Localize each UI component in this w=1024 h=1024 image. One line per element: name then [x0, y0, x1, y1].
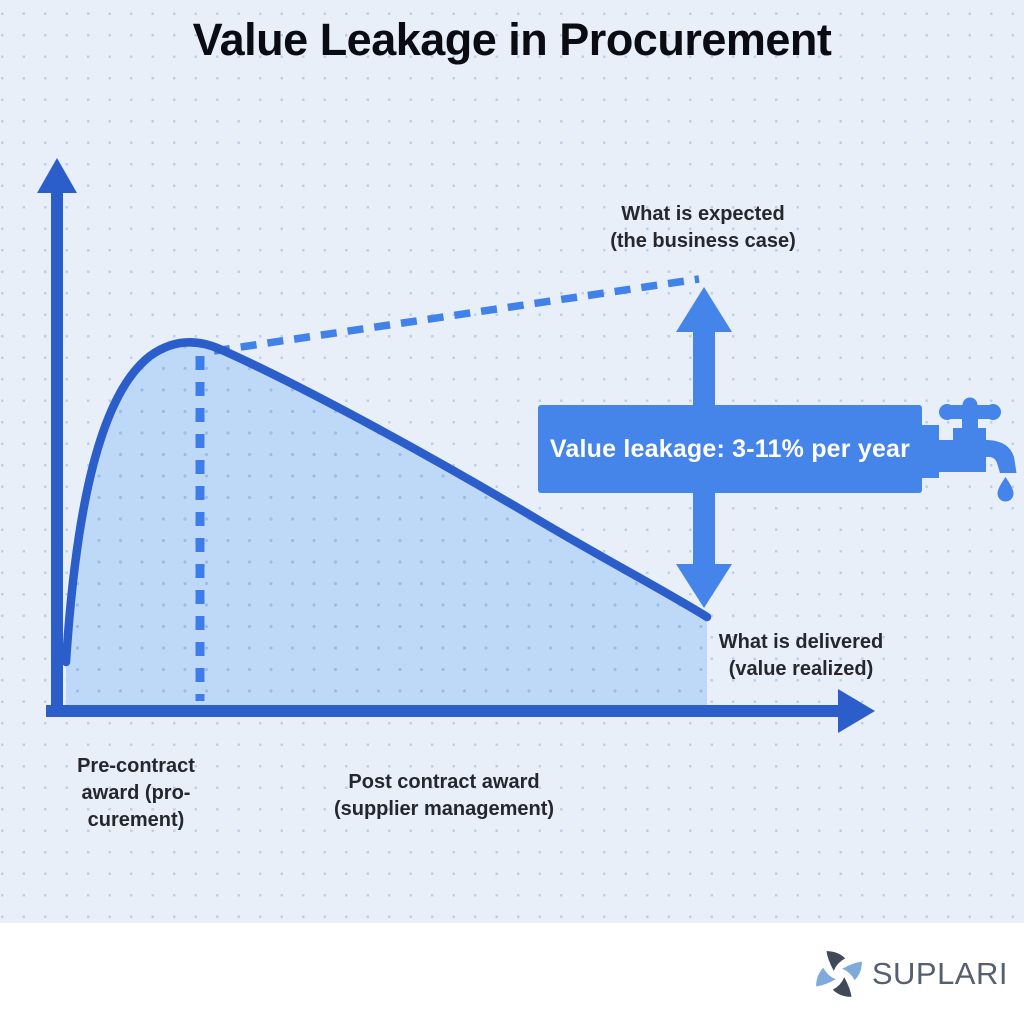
pre-contract-line2: award (pro-	[81, 782, 191, 804]
x-axis-arrowhead-icon	[838, 689, 875, 733]
y-axis-arrowhead-icon	[37, 158, 77, 193]
delivered-label-line1: What is delivered	[718, 631, 884, 653]
footer-bar: SUPLARI	[0, 923, 1024, 1024]
pre-contract-axis-label: Pre-contract award (pro- curement)	[6, 753, 266, 834]
expected-label: What is expected (the business case)	[553, 201, 853, 255]
expected-dashed-line	[213, 275, 700, 355]
y-axis	[37, 158, 77, 717]
page-title: Value Leakage in Procurement	[192, 14, 832, 65]
value-curve	[61, 338, 712, 667]
water-drop-icon	[997, 477, 1014, 502]
x-axis	[46, 689, 875, 733]
suplari-logo: SUPLARI	[814, 949, 1008, 999]
post-contract-line1: Post contract award	[348, 771, 540, 793]
suplari-logo-text: SUPLARI	[871, 955, 1008, 991]
value-leakage-banner: Value leakage: 3-11% per year	[538, 405, 922, 493]
faucet-connector	[920, 425, 939, 478]
delivered-label-line2: (value realized)	[728, 658, 874, 680]
value-area-dot-texture	[66, 342, 707, 706]
expected-label-line1: What is expected	[621, 203, 785, 225]
pre-contract-line3: curement)	[87, 809, 185, 831]
value-leakage-banner-label: Value leakage: 3-11% per year	[549, 434, 911, 463]
delivered-label: What is delivered (value realized)	[651, 629, 951, 683]
post-contract-axis-label: Post contract award (supplier management…	[294, 769, 594, 823]
post-contract-line2: (supplier management)	[333, 798, 555, 820]
suplari-pinwheel-icon	[815, 950, 862, 997]
expected-label-line2: (the business case)	[610, 230, 796, 252]
faucet-icon	[920, 397, 1017, 502]
pre-contract-line1: Pre-contract	[77, 755, 195, 777]
